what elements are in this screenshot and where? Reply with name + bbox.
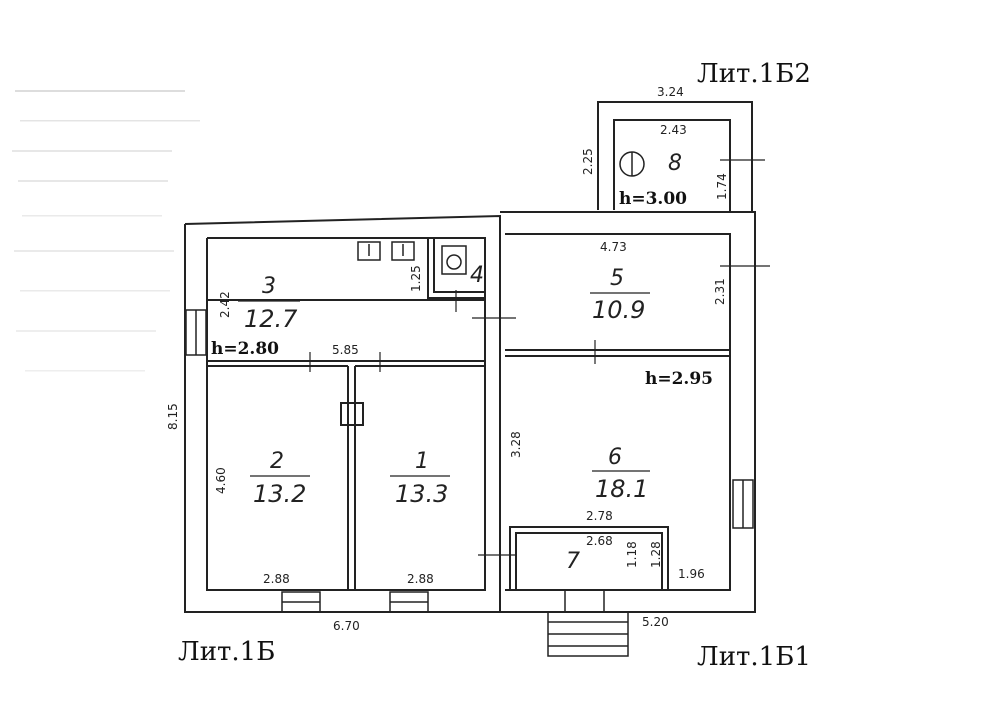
dim-670: 6.70 xyxy=(333,619,360,633)
room-1-number: 1 xyxy=(415,449,429,474)
dim-815: 8.15 xyxy=(166,403,180,430)
dim-125: 1.25 xyxy=(409,265,423,292)
entrance-steps xyxy=(547,590,629,657)
dim-288b: 2.88 xyxy=(407,572,434,586)
dim-118: 1.18 xyxy=(625,541,639,568)
room-5: 5 10.9 xyxy=(590,266,650,324)
room-4-number: 4 xyxy=(470,263,484,288)
room-6: 6 18.1 xyxy=(592,445,650,503)
windows xyxy=(185,309,754,613)
lit-1b1-label: Лит.1Б1 xyxy=(697,642,811,672)
room-7-number: 7 xyxy=(566,549,580,574)
dim-278: 2.78 xyxy=(586,509,613,523)
dim-520: 5.20 xyxy=(642,615,669,629)
height-1b1: h=2.95 xyxy=(645,369,713,389)
height-1b2: h=3.00 xyxy=(619,189,687,209)
room-3-area: 12.7 xyxy=(244,305,298,333)
dim-225: 2.25 xyxy=(581,148,595,175)
dim-231: 2.31 xyxy=(713,278,727,305)
room-7: 7 xyxy=(566,549,580,574)
dimensions: 3.24 2.43 2.25 1.74 4.73 2.31 2.42 1.25 … xyxy=(166,85,729,633)
room-4: 4 xyxy=(470,263,484,288)
dim-243: 2.43 xyxy=(660,123,687,137)
fixtures xyxy=(340,151,645,426)
room-2: 2 13.2 xyxy=(250,449,310,508)
room-2-area: 13.2 xyxy=(253,480,306,508)
dim-174: 1.74 xyxy=(715,173,729,200)
dim-460: 4.60 xyxy=(214,467,228,494)
dim-473: 4.73 xyxy=(600,240,627,254)
dim-288a: 2.88 xyxy=(263,572,290,586)
room-8-number: 8 xyxy=(668,151,682,176)
lit-1b-label: Лит.1Б xyxy=(178,637,275,667)
room-6-number: 6 xyxy=(608,445,622,470)
dim-128: 1.28 xyxy=(649,541,663,568)
room-8: 8 xyxy=(668,151,682,176)
room-3: 3 12.7 xyxy=(238,274,300,333)
height-main: h=2.80 xyxy=(211,339,279,359)
dim-268: 2.68 xyxy=(586,534,613,548)
dim-196: 1.96 xyxy=(678,567,705,581)
dim-242: 2.42 xyxy=(218,291,232,318)
room-1: 1 13.3 xyxy=(390,449,450,508)
room-3-number: 3 xyxy=(262,274,276,299)
room-5-number: 5 xyxy=(610,266,624,291)
room-6-area: 18.1 xyxy=(595,475,648,503)
dim-328: 3.28 xyxy=(509,431,523,458)
door-marks xyxy=(309,159,770,556)
room-2-number: 2 xyxy=(270,449,284,474)
scan-noise xyxy=(12,90,200,372)
dim-585: 5.85 xyxy=(332,343,359,357)
room-1-area: 13.3 xyxy=(395,480,448,508)
dim-324: 3.24 xyxy=(657,85,684,99)
room-5-area: 10.9 xyxy=(592,296,645,324)
lit-1b2-label: Лит.1Б2 xyxy=(697,59,811,89)
